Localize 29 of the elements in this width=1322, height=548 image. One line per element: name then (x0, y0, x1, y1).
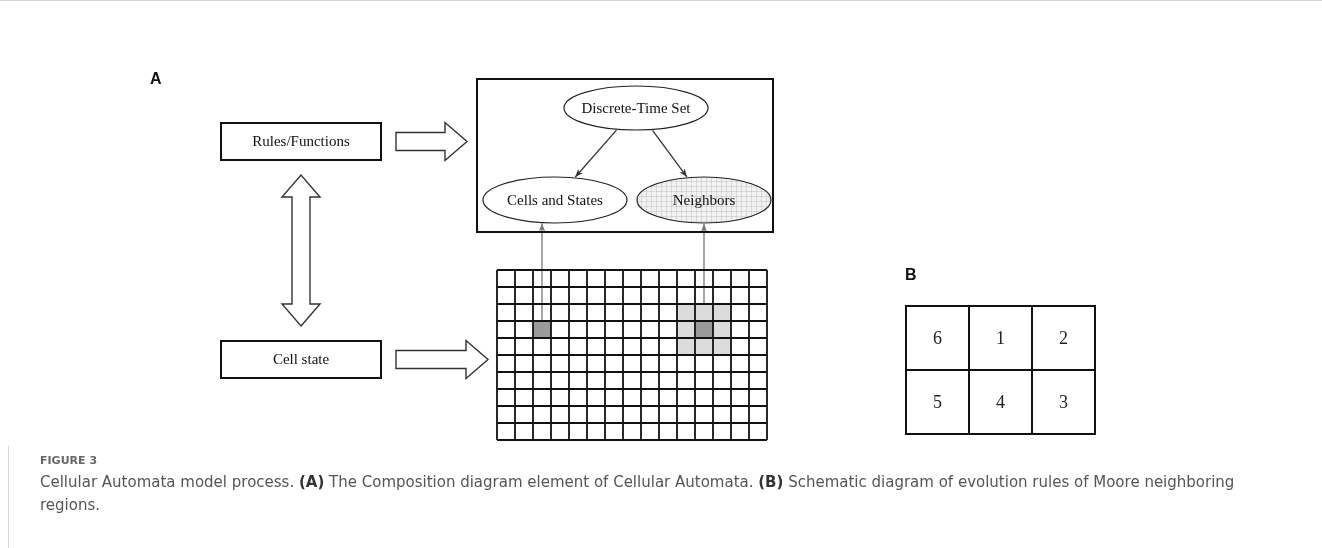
process-box (220, 340, 382, 379)
caption: Cellular Automata model process. (A) The Composition diagram element of Cellular Automata. (B) Schematic diagram of evolution rules of Moore neighboring regions. (40, 472, 1236, 516)
arrow (700, 223, 708, 305)
node-label: Cell state (272, 351, 330, 368)
arrow (574, 129, 618, 178)
table-cell: 4 (969, 370, 1032, 434)
arrow (651, 129, 688, 178)
container-box (476, 78, 774, 233)
panel-label: B (905, 266, 917, 284)
arrow (538, 222, 546, 322)
process-box (220, 122, 382, 161)
ellipse-node (563, 85, 709, 131)
node-label: Discrete-Time Set (581, 99, 691, 117)
hatched-ellipse-node (636, 176, 772, 224)
block-arrow (395, 120, 469, 163)
table-cell: 5 (906, 370, 969, 434)
figure-label: FIGURE 3 (40, 454, 98, 467)
table-cell: 3 (1032, 370, 1095, 434)
node-label: Cells and States (507, 191, 603, 209)
table-cell: 6 (906, 306, 969, 370)
node-label: Neighbors (672, 191, 736, 209)
ellipse-node (482, 176, 628, 224)
panel-label: A (150, 70, 162, 88)
block-arrow (395, 338, 490, 381)
table-cell: 1 (969, 306, 1032, 370)
cell-grid-drawing (497, 270, 767, 440)
node-label: Rules/Functions (252, 133, 350, 150)
table-cell: 2 (1032, 306, 1095, 370)
block-arrow (280, 173, 322, 328)
